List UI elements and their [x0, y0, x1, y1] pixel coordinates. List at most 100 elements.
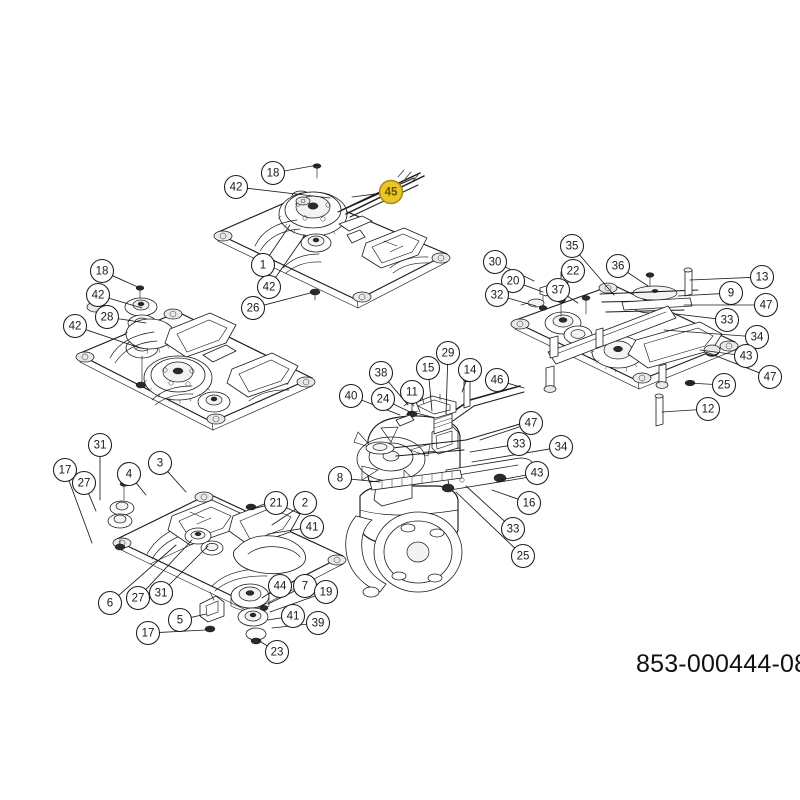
callout-circle[interactable]	[749, 264, 775, 290]
callout-circle[interactable]	[753, 292, 779, 318]
callout-circle[interactable]	[267, 573, 293, 599]
callout-circle[interactable]	[94, 304, 120, 330]
callout-circle[interactable]	[500, 516, 526, 542]
callout-7[interactable]: 7	[292, 573, 318, 599]
callout-20[interactable]: 20	[500, 268, 526, 294]
callout-19[interactable]: 19	[313, 579, 339, 605]
callout-circle[interactable]	[148, 580, 174, 606]
callout-17[interactable]: 17	[135, 620, 161, 646]
callout-circle[interactable]	[744, 324, 770, 350]
callout-circle[interactable]	[135, 620, 161, 646]
callout-24[interactable]: 24	[370, 386, 396, 412]
callout-34[interactable]: 34	[548, 434, 574, 460]
callout-circle[interactable]	[167, 607, 193, 633]
callout-circle[interactable]	[87, 432, 113, 458]
callout-circle[interactable]	[510, 543, 536, 569]
callout-27[interactable]: 27	[71, 470, 97, 496]
callout-33[interactable]: 33	[506, 431, 532, 457]
callout-42[interactable]: 42	[85, 282, 111, 308]
callout-28[interactable]: 28	[94, 304, 120, 330]
callout-42[interactable]: 42	[256, 274, 282, 300]
callout-46[interactable]: 46	[484, 367, 510, 393]
callout-15[interactable]: 15	[415, 355, 441, 381]
callout-circle[interactable]	[718, 280, 744, 306]
callout-16[interactable]: 16	[516, 490, 542, 516]
callout-11[interactable]: 11	[399, 379, 425, 405]
callout-42[interactable]: 42	[62, 313, 88, 339]
callout-circle[interactable]	[482, 249, 508, 275]
callout-circle[interactable]	[457, 357, 483, 383]
callout-13[interactable]: 13	[749, 264, 775, 290]
callout-circle[interactable]	[85, 282, 111, 308]
callout-circle[interactable]	[89, 258, 115, 284]
callout-circle[interactable]	[711, 372, 737, 398]
callout-circle[interactable]	[399, 379, 425, 405]
callout-circle[interactable]	[368, 360, 394, 386]
callout-circle[interactable]	[263, 490, 289, 516]
callout-circle[interactable]	[415, 355, 441, 381]
callout-14[interactable]: 14	[457, 357, 483, 383]
callout-5[interactable]: 5	[167, 607, 193, 633]
callout-circle[interactable]	[714, 307, 740, 333]
callout-circle[interactable]	[264, 639, 290, 665]
callout-32[interactable]: 32	[484, 282, 510, 308]
callout-circle[interactable]	[560, 258, 586, 284]
callout-circle[interactable]	[52, 457, 78, 483]
callout-circle[interactable]	[305, 610, 331, 636]
callout-39[interactable]: 39	[305, 610, 331, 636]
callout-circle[interactable]	[757, 364, 783, 390]
callout-circle[interactable]	[223, 174, 249, 200]
callout-6[interactable]: 6	[97, 590, 123, 616]
callout-17[interactable]: 17	[52, 457, 78, 483]
callout-circle[interactable]	[125, 585, 151, 611]
callout-12[interactable]: 12	[695, 396, 721, 422]
callout-circle[interactable]	[97, 590, 123, 616]
callout-43[interactable]: 43	[733, 343, 759, 369]
callout-34[interactable]: 34	[744, 324, 770, 350]
callout-circle[interactable]	[484, 282, 510, 308]
callout-22[interactable]: 22	[560, 258, 586, 284]
callout-18[interactable]: 18	[89, 258, 115, 284]
callout-circle[interactable]	[327, 465, 353, 491]
callout-circle[interactable]	[605, 253, 631, 279]
callout-3[interactable]: 3	[147, 450, 173, 476]
callout-41[interactable]: 41	[299, 514, 325, 540]
callout-35[interactable]: 35	[559, 233, 585, 259]
callout-31[interactable]: 31	[148, 580, 174, 606]
callout-8[interactable]: 8	[327, 465, 353, 491]
callout-27[interactable]: 27	[125, 585, 151, 611]
callout-circle[interactable]	[484, 367, 510, 393]
callout-circle[interactable]	[370, 386, 396, 412]
callout-circle[interactable]	[548, 434, 574, 460]
callout-circle[interactable]	[733, 343, 759, 369]
callout-31[interactable]: 31	[87, 432, 113, 458]
callout-circle[interactable]	[506, 431, 532, 457]
callout-circle[interactable]	[250, 252, 276, 278]
callout-33[interactable]: 33	[714, 307, 740, 333]
callout-37[interactable]: 37	[545, 277, 571, 303]
callout-43[interactable]: 43	[524, 460, 550, 486]
callout-25[interactable]: 25	[711, 372, 737, 398]
callout-40[interactable]: 40	[338, 383, 364, 409]
callout-4[interactable]: 4	[116, 461, 142, 487]
callout-circle[interactable]	[545, 277, 571, 303]
callout-circle[interactable]	[500, 268, 526, 294]
callout-45[interactable]: 45	[378, 179, 404, 205]
callout-circle[interactable]	[292, 490, 318, 516]
callout-circle[interactable]	[256, 274, 282, 300]
callout-circle[interactable]	[524, 460, 550, 486]
callout-36[interactable]: 36	[605, 253, 631, 279]
callout-41[interactable]: 41	[280, 603, 306, 629]
callout-circle[interactable]	[299, 514, 325, 540]
callout-circle[interactable]	[116, 461, 142, 487]
callout-circle[interactable]	[280, 603, 306, 629]
callout-21[interactable]: 21	[263, 490, 289, 516]
callout-circle[interactable]	[516, 490, 542, 516]
callout-47[interactable]: 47	[753, 292, 779, 318]
callout-38[interactable]: 38	[368, 360, 394, 386]
callout-26[interactable]: 26	[240, 295, 266, 321]
callout-33[interactable]: 33	[500, 516, 526, 542]
callout-circle[interactable]	[147, 450, 173, 476]
callout-circle[interactable]	[260, 160, 286, 186]
callout-18[interactable]: 18	[260, 160, 286, 186]
